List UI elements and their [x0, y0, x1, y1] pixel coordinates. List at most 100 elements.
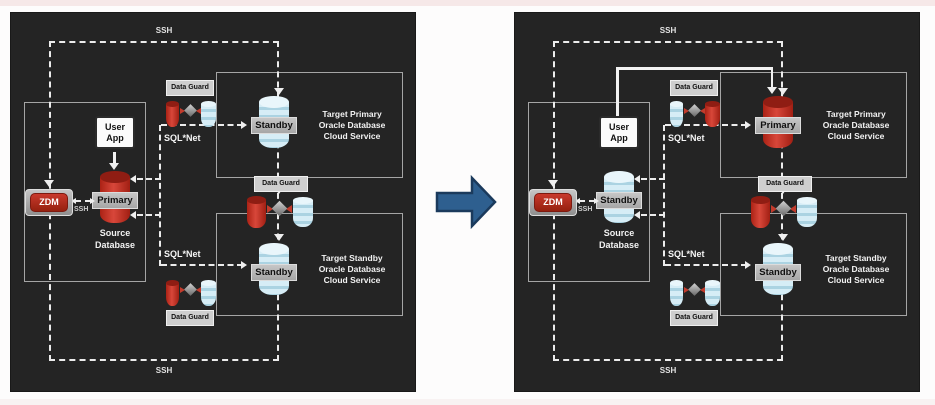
sqlnet-label-bottom: SQL*Net [668, 249, 705, 259]
caption-line: Cloud Service [827, 131, 885, 142]
arrowhead-down-icon [767, 87, 777, 94]
database-cylinder-icon [751, 196, 770, 229]
arrowhead-down-icon [274, 88, 284, 95]
source-environment-box [528, 102, 650, 282]
caption-line: Source [603, 228, 635, 238]
zdm-ssh-label: SSH [74, 206, 89, 213]
page-top-strip [0, 0, 935, 6]
page-bottom-strip [0, 399, 935, 405]
caption-line: Database [598, 239, 640, 250]
zdm-db-link-line [75, 200, 91, 202]
caption-line: Oracle Database [822, 264, 890, 275]
target-standby-caption: Target Standby Oracle Database Cloud Ser… [809, 253, 903, 286]
arrowhead-right-icon [745, 121, 751, 129]
database-cylinder-icon [166, 280, 179, 306]
panel-before-switchover: SSH SSH User App Primary ZDM SSH Source … [10, 12, 416, 392]
zdm-service-box: ZDM [25, 189, 73, 216]
target-primary-caption: Target Primary Oracle Database Cloud Ser… [809, 109, 903, 142]
sqlnet-line [137, 178, 161, 180]
zdm-ssh-label: SSH [578, 206, 593, 213]
dataguard-replication-icon-bottom [166, 279, 216, 307]
target-primary-role-badge: Standby [251, 117, 297, 134]
database-cylinder-icon [705, 280, 720, 306]
arrowhead-left-icon [130, 175, 136, 183]
sqlnet-line [665, 264, 747, 266]
target-standby-role-badge: Standby [755, 264, 801, 281]
database-cylinder-icon [201, 280, 216, 306]
dataguard-label-top: Data Guard [166, 80, 214, 96]
arrowhead-right-icon [594, 198, 599, 204]
sync-icon [180, 283, 201, 296]
caption-line: Cloud Service [323, 275, 381, 286]
user-app-label-line1: User [104, 121, 125, 132]
arrowhead-down-icon [44, 180, 54, 187]
dataguard-label-bottom: Data Guard [670, 310, 718, 326]
sqlnet-line [641, 178, 665, 180]
arrowhead-right-icon [241, 121, 247, 129]
user-app-label-line2: App [106, 132, 124, 143]
target-standby-role-badge: Standby [251, 264, 297, 281]
block-arrow-right-icon [435, 174, 497, 230]
database-cylinder-icon [797, 197, 817, 227]
database-cylinder-icon [247, 196, 266, 229]
dataguard-label-top: Data Guard [670, 80, 718, 96]
database-cylinder-icon [670, 280, 683, 306]
target-primary-caption: Target Primary Oracle Database Cloud Ser… [305, 109, 399, 142]
ssh-label-top: SSH [155, 26, 173, 35]
sync-icon [180, 104, 201, 117]
caption-line: Database [94, 239, 136, 250]
dataguard-label-middle: Data Guard [758, 176, 812, 192]
caption-line: Target Primary [322, 109, 382, 119]
arrowhead-right-icon [90, 198, 95, 204]
user-app-label-line1: User [608, 121, 629, 132]
arrowhead-down-icon [274, 234, 284, 241]
caption-line: Oracle Database [318, 264, 386, 275]
source-database-role-badge: Standby [596, 192, 642, 209]
target-standby-caption: Target Standby Oracle Database Cloud Ser… [305, 253, 399, 286]
ssh-label-bottom: SSH [659, 366, 677, 375]
database-cylinder-icon [293, 197, 313, 227]
dataguard-replication-icon-middle [247, 195, 313, 229]
zdm-service-box: ZDM [529, 189, 577, 216]
caption-line: Target Standby [825, 253, 887, 263]
arrowhead-left-icon [634, 211, 640, 219]
ssh-label-top: SSH [659, 26, 677, 35]
zdm-db-link-line [579, 200, 595, 202]
arrowhead-left-icon [575, 198, 580, 204]
arrowhead-right-icon [241, 261, 247, 269]
sync-icon [684, 104, 705, 117]
dataguard-label-bottom: Data Guard [166, 310, 214, 326]
sqlnet-label-top: SQL*Net [668, 133, 705, 143]
dataguard-replication-icon-top [670, 100, 720, 128]
caption-line: Cloud Service [827, 275, 885, 286]
dataguard-replication-icon-bottom [670, 279, 720, 307]
target-primary-role-badge: Primary [755, 117, 801, 134]
sqlnet-line [641, 214, 665, 216]
arrowhead-right-icon [745, 261, 751, 269]
sync-icon [684, 283, 705, 296]
caption-line: Source [99, 228, 131, 238]
ssh-label-bottom: SSH [155, 366, 173, 375]
arrowhead-down-icon [548, 180, 558, 187]
arrowhead-down-icon [778, 234, 788, 241]
user-app-box: User App [95, 116, 135, 149]
sync-icon [267, 200, 292, 217]
arrowhead-left-icon [130, 211, 136, 219]
sqlnet-line [663, 125, 665, 266]
sync-icon [771, 200, 796, 217]
source-database-role-badge: Primary [92, 192, 138, 209]
sqlnet-label-bottom: SQL*Net [164, 249, 201, 259]
database-cylinder-icon [166, 101, 179, 127]
arrowhead-down-icon [109, 163, 119, 170]
sqlnet-label-top: SQL*Net [164, 133, 201, 143]
dataguard-replication-icon-top [166, 100, 216, 128]
caption-line: Target Standby [321, 253, 383, 263]
user-app-box: User App [599, 116, 639, 149]
caption-line: Oracle Database [318, 120, 386, 131]
source-environment-box [24, 102, 146, 282]
zdm-label: ZDM [534, 193, 572, 212]
user-app-label-line2: App [610, 132, 628, 143]
caption-line: Cloud Service [323, 131, 381, 142]
sqlnet-line [161, 264, 243, 266]
database-cylinder-icon [705, 101, 720, 127]
